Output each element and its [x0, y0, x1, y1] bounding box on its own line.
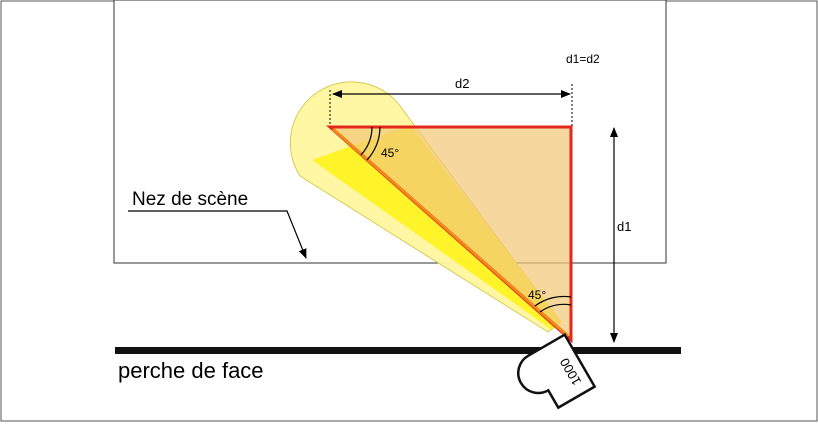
- angle-arc-top-1: [360, 126, 373, 156]
- front-bar-label: perche de face: [118, 358, 264, 383]
- d1-label: d1: [617, 219, 631, 234]
- hypotenuse-line: [332, 127, 569, 338]
- d1-equals-d2-label: d1=d2: [566, 52, 600, 66]
- angle-top-label: 45°: [381, 146, 399, 160]
- angle-bottom-label: 45°: [528, 288, 546, 302]
- stage-edge-label: Nez de scène: [132, 189, 248, 210]
- d2-label: d2: [455, 76, 469, 91]
- angle-arc-bottom-1: [539, 303, 572, 313]
- stage-edge-leader: [128, 210, 307, 259]
- fixture-1000: 1000: [517, 332, 597, 410]
- angle-arc-top-2: [366, 126, 381, 161]
- front-bar: [115, 347, 681, 354]
- angle-arc-bottom-2: [534, 295, 572, 307]
